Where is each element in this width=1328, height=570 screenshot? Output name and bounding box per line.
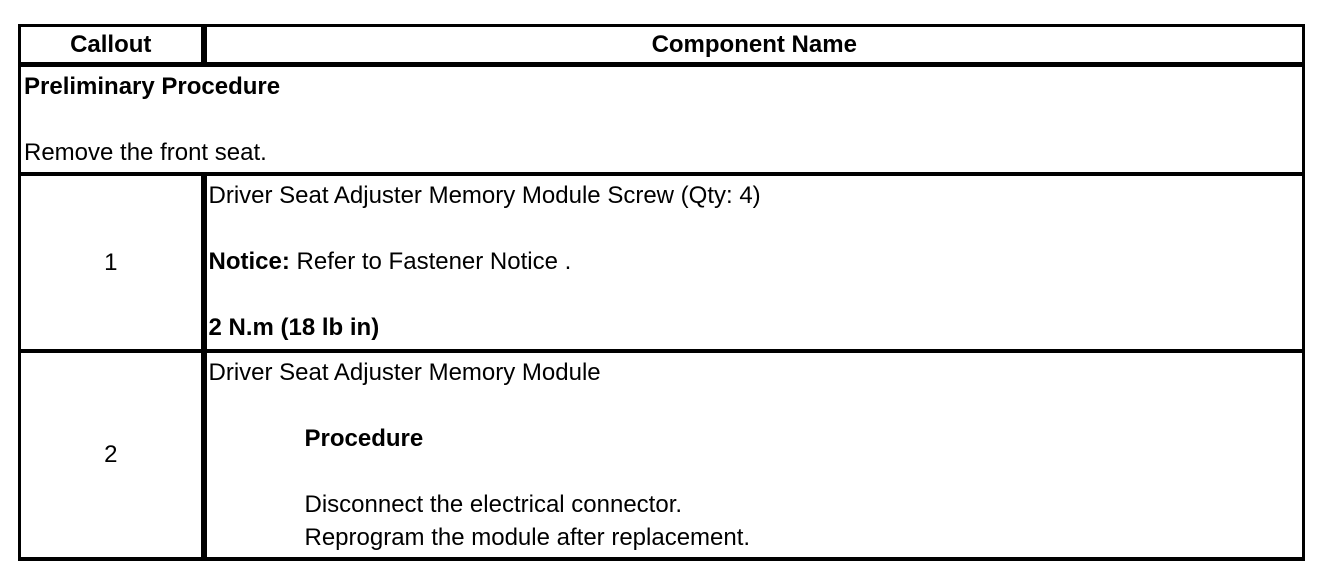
notice-label: Notice: (208, 247, 290, 275)
blank-line (209, 389, 1299, 422)
blank-line (24, 103, 1298, 136)
blank-line (209, 278, 1299, 311)
component-name-text: Driver Seat Adjuster Memory Module (208, 358, 601, 386)
table-row-2: 2 Driver Seat Adjuster Memory Module Pro… (18, 348, 1305, 561)
blank-line (209, 455, 1299, 488)
component-cell-1: Driver Seat Adjuster Memory Module Screw… (202, 171, 1305, 352)
column-header-callout: Callout (18, 24, 207, 67)
preliminary-procedure-cell: Preliminary Procedure Remove the front s… (18, 63, 1305, 175)
notice-line: Notice: Refer to Fastener Notice . (209, 245, 1299, 278)
table-row-1: 1 Driver Seat Adjuster Memory Module Scr… (18, 171, 1305, 352)
procedure-step: Reprogram the module after replacement. (304, 523, 751, 551)
torque-spec: 2 N.m (18 lb in) (208, 313, 380, 341)
column-header-component-name: Component Name (202, 24, 1305, 67)
procedure-step: Disconnect the electrical connector. (304, 490, 683, 518)
procedure-heading: Procedure (304, 424, 424, 452)
component-cell-2: Driver Seat Adjuster Memory Module Proce… (202, 348, 1305, 561)
callout-number-2: 2 (18, 348, 207, 561)
notice-text: Refer to Fastener Notice . (296, 247, 572, 275)
table-header-row: Callout Component Name (18, 24, 1305, 67)
preliminary-procedure-instruction: Remove the front seat. (24, 139, 267, 166)
component-name-text: Driver Seat Adjuster Memory Module Screw… (208, 181, 761, 209)
preliminary-procedure-title: Preliminary Procedure (24, 73, 281, 100)
blank-line (209, 212, 1299, 245)
callout-number-1: 1 (18, 171, 207, 352)
preliminary-procedure-row: Preliminary Procedure Remove the front s… (18, 63, 1305, 175)
component-callout-table: Callout Component Name Preliminary Proce… (18, 24, 1305, 561)
